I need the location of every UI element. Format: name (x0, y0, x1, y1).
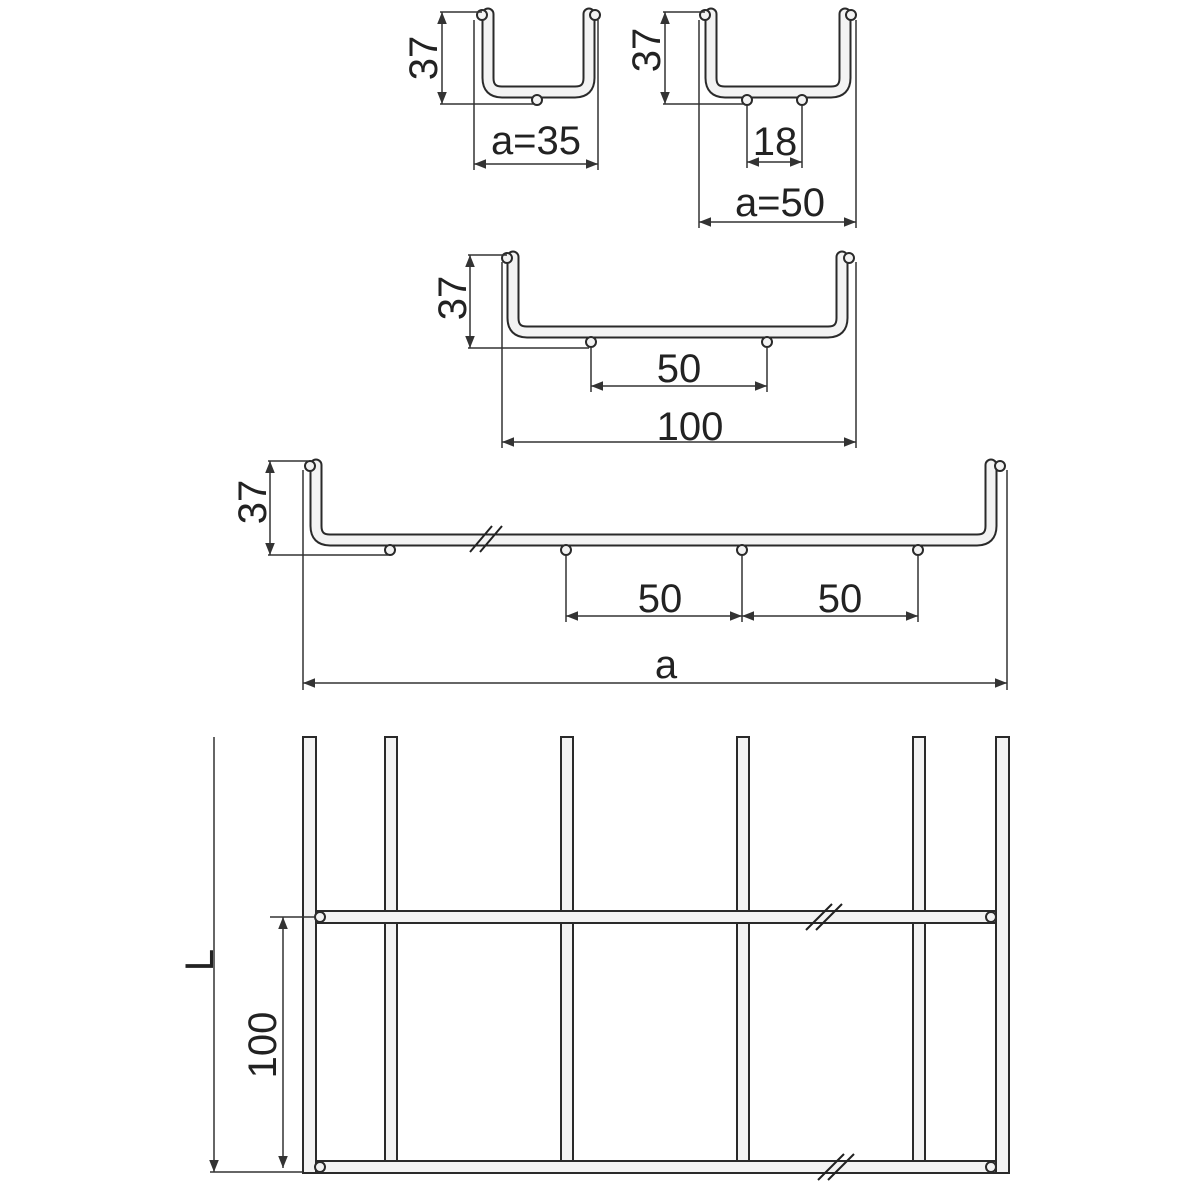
break-mark (817, 1153, 855, 1181)
height-label: 37 (431, 276, 475, 321)
transverse-wire (302, 736, 317, 1174)
break-mark (469, 525, 503, 553)
width-label: a (655, 643, 678, 687)
spacing-label: 50 (657, 347, 702, 391)
wire-end (845, 9, 857, 21)
longitudinal-wire (912, 544, 924, 556)
length-label: L (178, 949, 222, 971)
spacing-label-2: 50 (818, 577, 863, 621)
longitudinal-wire (736, 544, 748, 556)
profile-a: 37 50 50 a (231, 458, 1008, 690)
profile-a35: 37 a=35 (402, 7, 601, 170)
wire-end (589, 9, 601, 21)
spacing-label: 18 (753, 120, 798, 164)
profile-a50: 37 18 a=50 (625, 7, 857, 228)
profile-100: 37 50 100 (431, 250, 857, 449)
longitudinal-wire (585, 336, 597, 348)
longitudinal-wire (796, 94, 808, 106)
longitudinal-wire (560, 544, 572, 556)
transverse-wire (384, 736, 398, 1174)
wire-end (843, 252, 855, 264)
width-label: a=35 (491, 119, 581, 163)
break-mark (805, 903, 843, 931)
cross-wire (315, 910, 997, 924)
longitudinal-wire (761, 336, 773, 348)
height-label: 37 (625, 28, 669, 73)
width-label: a=50 (735, 181, 825, 225)
longitudinal-wire (531, 94, 543, 106)
plan-view: L 100 (178, 736, 1010, 1181)
height-label: 37 (231, 480, 275, 525)
height-label: 37 (402, 36, 446, 81)
spacing-label: 100 (241, 1012, 285, 1079)
transverse-wire (912, 736, 926, 1174)
wire-end (304, 460, 316, 472)
width-label: 100 (657, 405, 724, 449)
transverse-wire (995, 736, 1010, 1174)
transverse-wire (736, 736, 750, 1174)
wire-end (994, 460, 1006, 472)
cross-wire (315, 1160, 997, 1174)
transverse-wire (560, 736, 574, 1174)
spacing-label-1: 50 (638, 577, 683, 621)
longitudinal-wire (384, 544, 396, 556)
